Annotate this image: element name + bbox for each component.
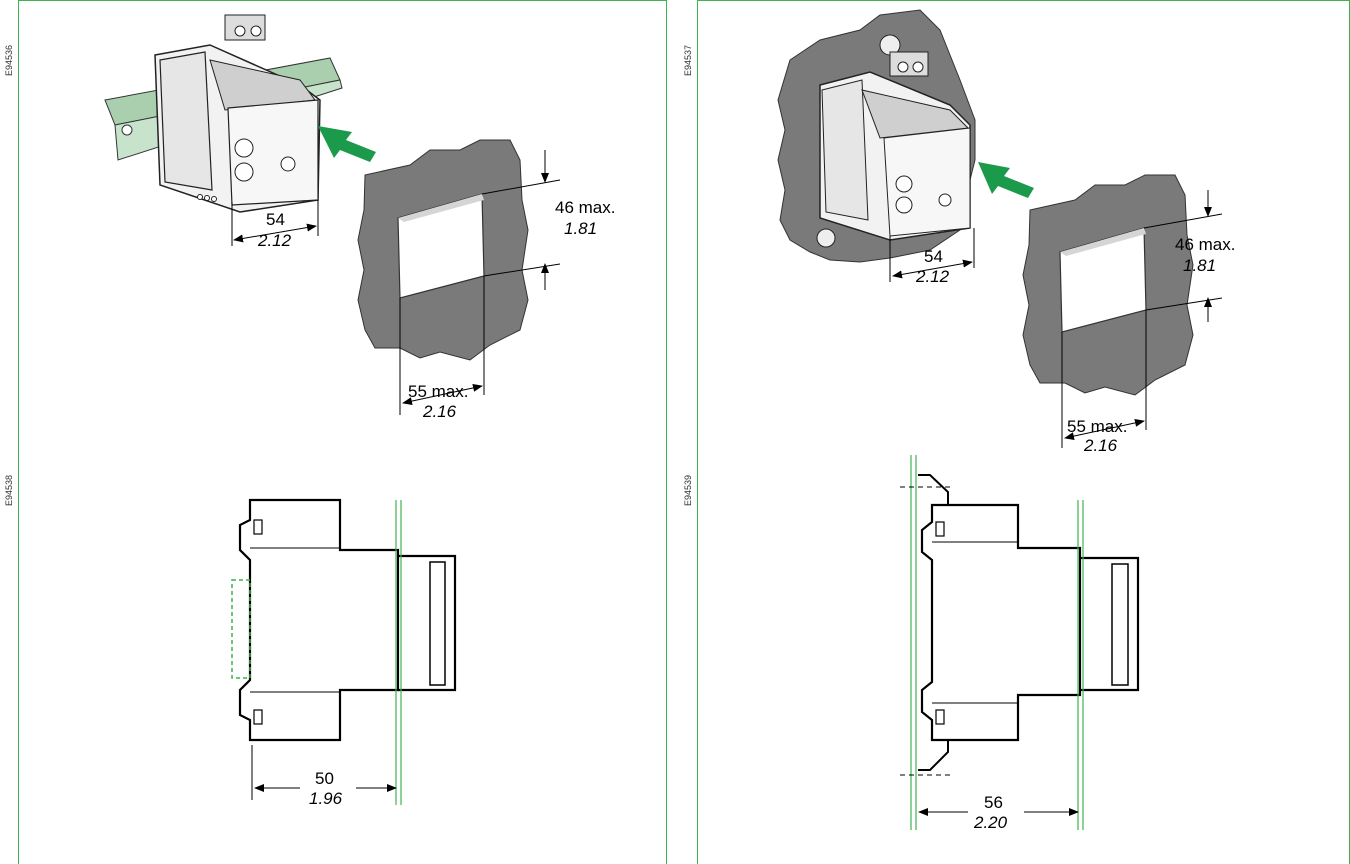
panel-cutout-top-left xyxy=(357,139,529,361)
vigirex-module-top-right xyxy=(819,51,971,241)
dimension-depth-bottom-right: 56 2.20 xyxy=(918,793,1079,832)
width-mm-label: 54 xyxy=(266,210,285,229)
panel-cutout-top-right xyxy=(1022,174,1194,396)
dimension-height-top-right: 46 max. 1.81 xyxy=(1143,190,1235,322)
dimension-width-top-left: 54 2.12 xyxy=(231,200,319,250)
panel-line-bottom-right-front xyxy=(1077,500,1084,830)
width-in-label: 2.12 xyxy=(257,231,292,250)
insert-arrow-top-left xyxy=(318,126,376,162)
vigirex-module-top-left xyxy=(154,14,321,213)
din-rail-section-dashed xyxy=(231,579,251,679)
height-in-label: 1.81 xyxy=(564,219,597,238)
width-in-label: 2.12 xyxy=(915,267,950,286)
dimension-width-top-right: 54 2.12 xyxy=(889,228,975,286)
panel-line-bottom-right-rear xyxy=(910,455,917,830)
dimension-depth-bottom-left: 50 1.96 xyxy=(251,745,397,808)
depth-in-label: 2.20 xyxy=(973,813,1008,832)
left-figure-frame xyxy=(18,0,667,864)
depth-in-label: 1.96 xyxy=(309,789,343,808)
insert-arrow-top-right xyxy=(978,162,1034,198)
panel-line-bottom-left xyxy=(395,500,402,805)
cutout-width-mm-label: 55 max. xyxy=(408,382,468,401)
side-profile-bottom-right xyxy=(918,474,1140,771)
dimension-height-top-left: 46 max. 1.81 xyxy=(481,150,615,290)
depth-mm-label: 56 xyxy=(984,793,1003,812)
width-mm-label: 54 xyxy=(924,247,943,266)
height-mm-label: 46 max. xyxy=(1175,235,1235,254)
dimension-cutout-width-top-right: 55 max. 2.16 xyxy=(1061,310,1147,455)
depth-mm-label: 50 xyxy=(315,769,334,788)
cutout-width-in-label: 2.16 xyxy=(1083,436,1118,455)
dimension-cutout-width-top-left: 55 max. 2.16 xyxy=(399,276,485,421)
side-profile-bottom-left xyxy=(238,498,457,742)
cutout-width-mm-label: 55 max. xyxy=(1067,417,1127,436)
height-mm-label: 46 max. xyxy=(555,198,615,217)
cutout-width-in-label: 2.16 xyxy=(422,402,457,421)
height-in-label: 1.81 xyxy=(1183,256,1216,275)
